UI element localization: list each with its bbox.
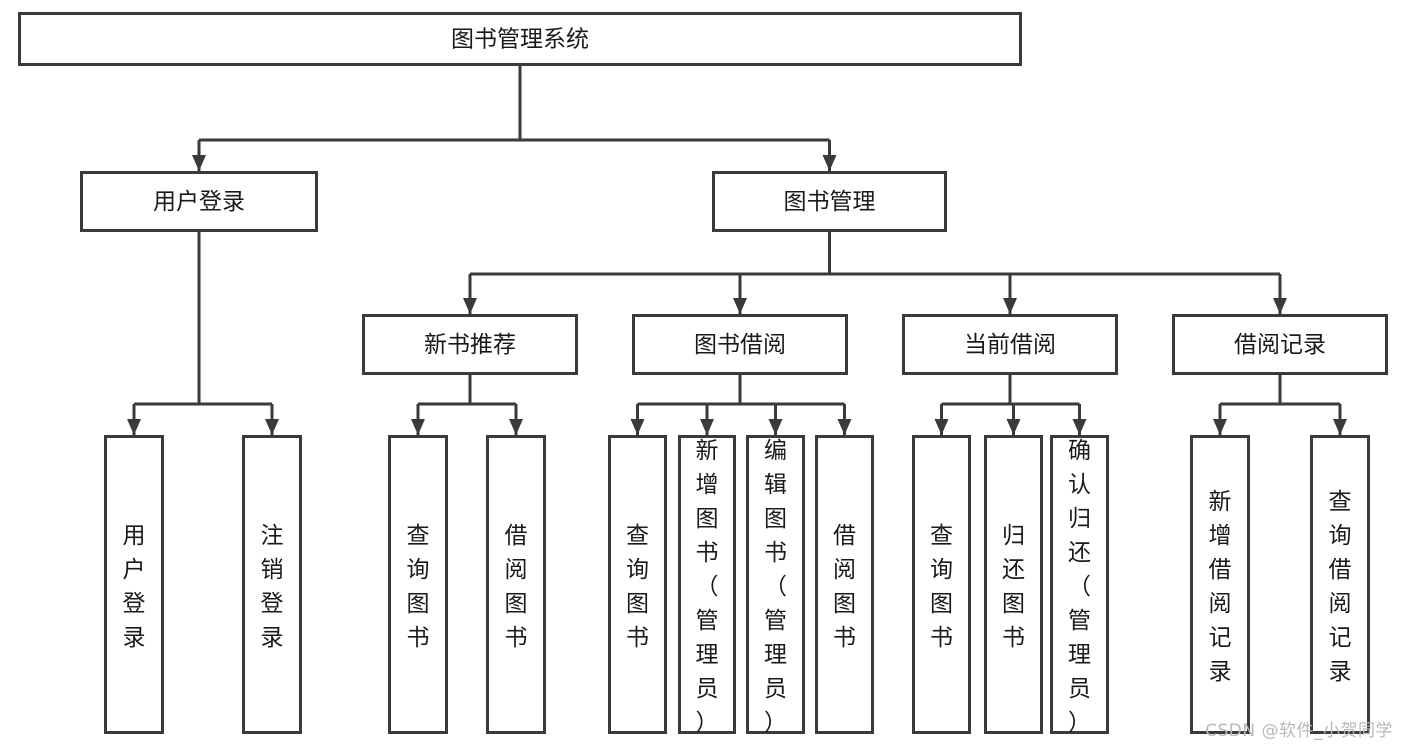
node-level2-1[interactable]: 图书管理 <box>712 171 947 232</box>
leaf-新书推荐-arrow-0 <box>411 419 425 435</box>
mgmt-arrow-3 <box>1273 298 1287 314</box>
node-label: 当前借阅 <box>964 332 1056 358</box>
node-label: 借阅图书 <box>505 523 528 651</box>
node-root[interactable]: 图书管理系统 <box>18 12 1022 66</box>
node-leaf-1[interactable]: 注销登录 <box>242 435 302 734</box>
node-label: 用户登录 <box>123 523 146 651</box>
node-leaf-4[interactable]: 查询图书 <box>608 435 667 734</box>
node-box <box>815 435 874 734</box>
leaf-用户登录-arrow-0 <box>127 419 141 435</box>
node-box <box>80 171 318 232</box>
connector-layer <box>127 66 1347 435</box>
node-leaf-10[interactable]: 确认归还（管理员） <box>1050 435 1109 737</box>
node-box <box>388 435 448 734</box>
node-box <box>678 435 736 734</box>
node-leaf-9[interactable]: 归还图书 <box>984 435 1043 734</box>
leaf-当前借阅-arrow-2 <box>1072 419 1087 435</box>
node-box <box>1050 435 1109 734</box>
leaf-图书借阅-arrow-0 <box>630 419 645 435</box>
leaf-图书借阅-arrow-1 <box>700 419 714 435</box>
node-label: 注销登录 <box>261 523 284 651</box>
node-leaf-8[interactable]: 查询图书 <box>912 435 971 734</box>
leaf-用户登录-arrow-1 <box>265 419 279 435</box>
node-box <box>902 314 1118 375</box>
node-label: 新增图书（管理员） <box>696 438 719 736</box>
node-label: 图书借阅 <box>694 332 786 358</box>
node-box <box>984 435 1043 734</box>
node-label: 查询借阅记录 <box>1329 489 1352 685</box>
leaf-当前借阅-arrow-0 <box>934 419 949 435</box>
node-label: 确认归还（管理员） <box>1068 438 1091 736</box>
node-box <box>18 12 1022 66</box>
node-box <box>104 435 164 734</box>
node-label: 编辑图书（管理员） <box>764 438 787 736</box>
leaf-借阅记录-arrow-0 <box>1213 419 1227 435</box>
node-label: 借阅图书 <box>833 523 856 651</box>
node-leaf-7[interactable]: 借阅图书 <box>815 435 874 734</box>
leaf-借阅记录-arrow-1 <box>1333 419 1347 435</box>
node-box <box>1172 314 1388 375</box>
leaf-图书借阅-arrow-3 <box>837 419 852 435</box>
leaf-图书借阅-arrow-2 <box>768 419 783 435</box>
node-box <box>912 435 971 734</box>
node-leaf-0[interactable]: 用户登录 <box>104 435 164 734</box>
node-level3-0[interactable]: 新书推荐 <box>362 314 578 375</box>
mgmt-arrow-1 <box>733 298 747 314</box>
node-box <box>632 314 848 375</box>
node-leaf-3[interactable]: 借阅图书 <box>486 435 546 734</box>
node-leaf-5[interactable]: 新增图书（管理员） <box>678 435 736 737</box>
node-label: 借阅记录 <box>1234 332 1326 358</box>
node-box <box>1190 435 1250 734</box>
node-box <box>242 435 302 734</box>
node-layer: 图书管理系统用户登录图书管理新书推荐图书借阅当前借阅借阅记录用户登录注销登录查询… <box>18 12 1388 737</box>
node-leaf-6[interactable]: 编辑图书（管理员） <box>746 435 805 737</box>
node-level3-1[interactable]: 图书借阅 <box>632 314 848 375</box>
node-label: 查询图书 <box>626 523 649 651</box>
mgmt-arrow-0 <box>463 298 477 314</box>
node-label: 归还图书 <box>1002 523 1025 651</box>
root-arrow-1 <box>822 155 837 171</box>
node-leaf-2[interactable]: 查询图书 <box>388 435 448 734</box>
root-arrow-0 <box>192 155 206 171</box>
node-level2-0[interactable]: 用户登录 <box>80 171 318 232</box>
node-box <box>1310 435 1370 734</box>
leaf-新书推荐-arrow-1 <box>509 419 523 435</box>
node-box <box>608 435 667 734</box>
node-level3-2[interactable]: 当前借阅 <box>902 314 1118 375</box>
node-label: 新增借阅记录 <box>1209 489 1232 685</box>
leaf-当前借阅-arrow-1 <box>1006 419 1021 435</box>
node-box <box>362 314 578 375</box>
node-label: 图书管理系统 <box>451 27 589 53</box>
node-label: 查询图书 <box>930 523 953 651</box>
node-leaf-11[interactable]: 新增借阅记录 <box>1190 435 1250 734</box>
node-label: 新书推荐 <box>424 332 516 358</box>
node-label: 查询图书 <box>407 523 430 651</box>
node-level3-3[interactable]: 借阅记录 <box>1172 314 1388 375</box>
node-box <box>486 435 546 734</box>
node-leaf-12[interactable]: 查询借阅记录 <box>1310 435 1370 734</box>
mgmt-arrow-2 <box>1003 298 1017 314</box>
node-label: 用户登录 <box>153 189 245 215</box>
node-label: 图书管理 <box>784 189 876 215</box>
node-box <box>746 435 805 734</box>
node-box <box>712 171 947 232</box>
